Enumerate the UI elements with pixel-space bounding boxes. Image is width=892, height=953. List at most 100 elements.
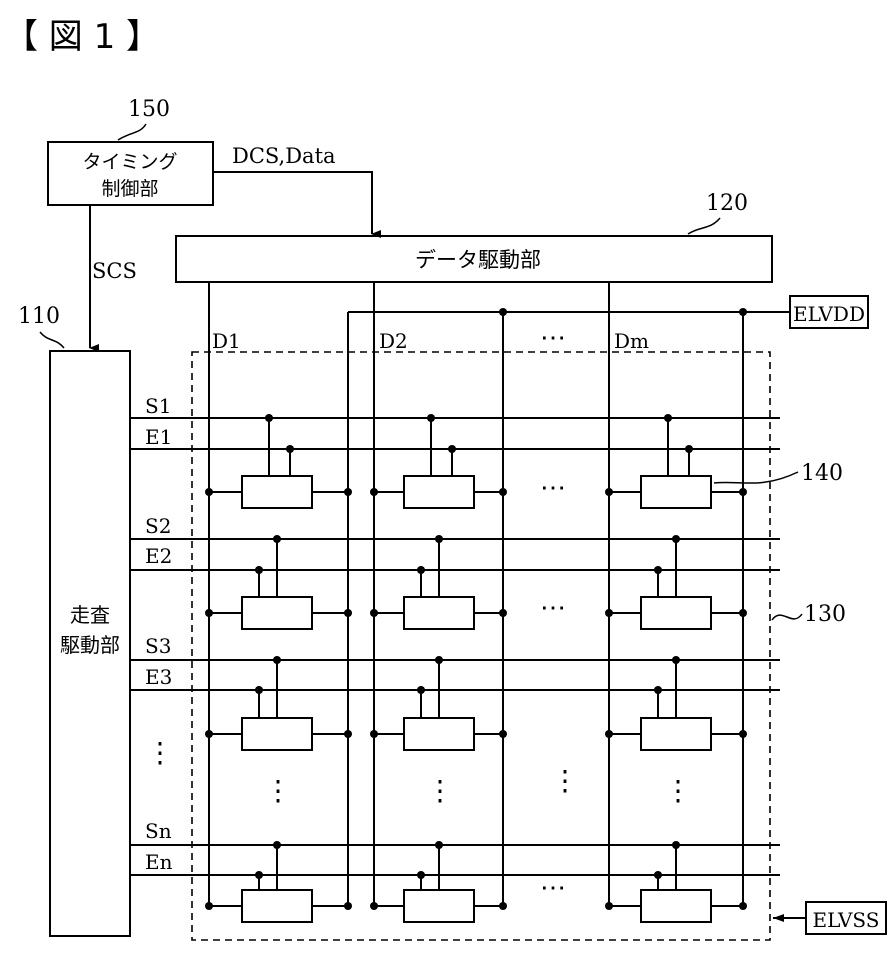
pixel-vdd-junction-dot: [499, 730, 507, 738]
pixel-vdd-junction-dot: [344, 730, 352, 738]
pixel-vdd-junction-dot: [344, 609, 352, 617]
pixel-scan-junction-dot: [435, 535, 443, 543]
emission-line-label-en: En: [145, 850, 173, 874]
pixel-scan-junction-dot: [273, 656, 281, 664]
pixel-emission-junction-dot: [685, 445, 693, 453]
row-ellipsis-center: ⋮: [551, 764, 579, 797]
pixel-data-junction-dot: [205, 902, 213, 910]
timing-controller-label-line1: タイミング: [82, 151, 177, 173]
pixel-emission-junction-dot: [417, 871, 425, 879]
pixel-data-junction-dot: [370, 609, 378, 617]
column-ellipsis-row2: ⋯: [540, 593, 566, 623]
pixel-cell: [242, 718, 312, 750]
dcs-data-signal-label: DCS,Data: [232, 144, 336, 168]
pixel-scan-junction-dot: [672, 535, 680, 543]
pixel-cell: [404, 890, 474, 922]
pixel-cell: [641, 597, 711, 629]
pixel-data-junction-dot: [205, 488, 213, 496]
pixel-cell: [242, 476, 312, 508]
pixel-vdd-junction-dot: [499, 609, 507, 617]
column-ellipsis-rown: ⋯: [540, 873, 566, 903]
pixel-emission-junction-dot: [654, 686, 662, 694]
wiring-layer: [130, 282, 780, 922]
row-ellipsis-col1: ⋮: [264, 774, 292, 807]
data-driver-ref-leader: [688, 218, 720, 234]
pixel-ref-leader: [714, 472, 798, 483]
pixel-data-junction-dot: [605, 730, 613, 738]
pixel-data-junction-dot: [605, 902, 613, 910]
elvdd-junction-dot: [739, 308, 747, 316]
pixel-data-junction-dot: [370, 488, 378, 496]
pixel-emission-junction-dot: [417, 566, 425, 574]
row-ellipsis-col2: ⋮: [426, 774, 454, 807]
pixel-data-junction-dot: [370, 730, 378, 738]
emission-line-label-e2: E2: [145, 544, 172, 568]
scan-driver-ref: 110: [18, 304, 60, 329]
scan-driver-ref-leader: [40, 332, 64, 348]
data-driver: データ駆動部 120: [176, 191, 772, 282]
pixel-scan-junction-dot: [273, 841, 281, 849]
elvss-label: ELVSS: [812, 908, 879, 932]
pixel-scan-junction-dot: [435, 656, 443, 664]
data-line-label-dm: Dm: [614, 329, 649, 353]
pixel-vdd-junction-dot: [739, 488, 747, 496]
scan-driver-label-line2: 駆動部: [60, 633, 120, 657]
pixel-vdd-junction-dot: [344, 488, 352, 496]
scan-line-label-sn: Sn: [145, 819, 172, 843]
scs-signal-label: SCS: [92, 259, 137, 283]
pixel-area-ref: 130: [804, 602, 846, 627]
pixel-data-junction-dot: [605, 609, 613, 617]
pixel-scan-junction-dot: [664, 414, 672, 422]
pixel-emission-junction-dot: [417, 686, 425, 694]
pixel-scan-junction-dot: [273, 535, 281, 543]
emission-line-label-e1: E1: [145, 425, 172, 449]
elvdd-junction-dot: [499, 308, 507, 316]
pixel-emission-junction-dot: [255, 566, 263, 574]
pixel-cell: [404, 718, 474, 750]
pixel-emission-junction-dot: [255, 871, 263, 879]
data-driver-ref: 120: [706, 191, 748, 216]
scan-line-label-s3: S3: [145, 634, 171, 658]
pixel-scan-junction-dot: [672, 656, 680, 664]
pixel-cell: [404, 597, 474, 629]
data-line-label-d1: D1: [212, 329, 241, 353]
dcs-data-signal-line: [213, 172, 372, 234]
column-ellipsis-row1: ⋯: [540, 473, 566, 503]
elvdd-label: ELVDD: [793, 302, 865, 326]
pixel-cell: [641, 890, 711, 922]
emission-line-label-e3: E3: [145, 665, 172, 689]
row-ellipsis-col3: ⋮: [664, 774, 692, 807]
pixel-vdd-junction-dot: [739, 609, 747, 617]
pixel-cell: [242, 890, 312, 922]
pixel-cell: [641, 476, 711, 508]
pixel-vdd-junction-dot: [499, 488, 507, 496]
pixel-emission-junction-dot: [654, 566, 662, 574]
pixel-cell: [242, 597, 312, 629]
pixel-cell: [404, 476, 474, 508]
pixel-scan-junction-dot: [672, 841, 680, 849]
timing-controller-ref: 150: [128, 97, 170, 122]
pixel-vdd-junction-dot: [739, 902, 747, 910]
pixel-ref: 140: [801, 461, 843, 486]
pixel-scan-junction-dot: [265, 414, 273, 422]
column-ellipsis-header: ⋯: [540, 323, 566, 353]
pixel-vdd-junction-dot: [499, 902, 507, 910]
pixel-area-ref-leader: [772, 614, 802, 620]
pixel-scan-junction-dot: [427, 414, 435, 422]
scan-driver: 走査 駆動部 110: [18, 304, 130, 936]
pixel-vdd-junction-dot: [344, 902, 352, 910]
data-line-label-d2: D2: [379, 329, 408, 353]
data-driver-label: データ駆動部: [415, 248, 541, 272]
figure-label: 【 図 1 】: [4, 17, 160, 57]
pixel-emission-junction-dot: [255, 686, 263, 694]
timing-controller: タイミング 制御部 150: [48, 97, 213, 205]
scan-driver-label-line1: 走査: [70, 603, 110, 627]
timing-controller-ref-leader: [118, 124, 146, 140]
row-ellipsis-scan-driver: ⋮: [146, 736, 174, 769]
pixel-data-junction-dot: [370, 902, 378, 910]
pixel-emission-junction-dot: [448, 445, 456, 453]
pixel-scan-junction-dot: [435, 841, 443, 849]
pixel-data-junction-dot: [605, 488, 613, 496]
pixel-data-junction-dot: [205, 609, 213, 617]
